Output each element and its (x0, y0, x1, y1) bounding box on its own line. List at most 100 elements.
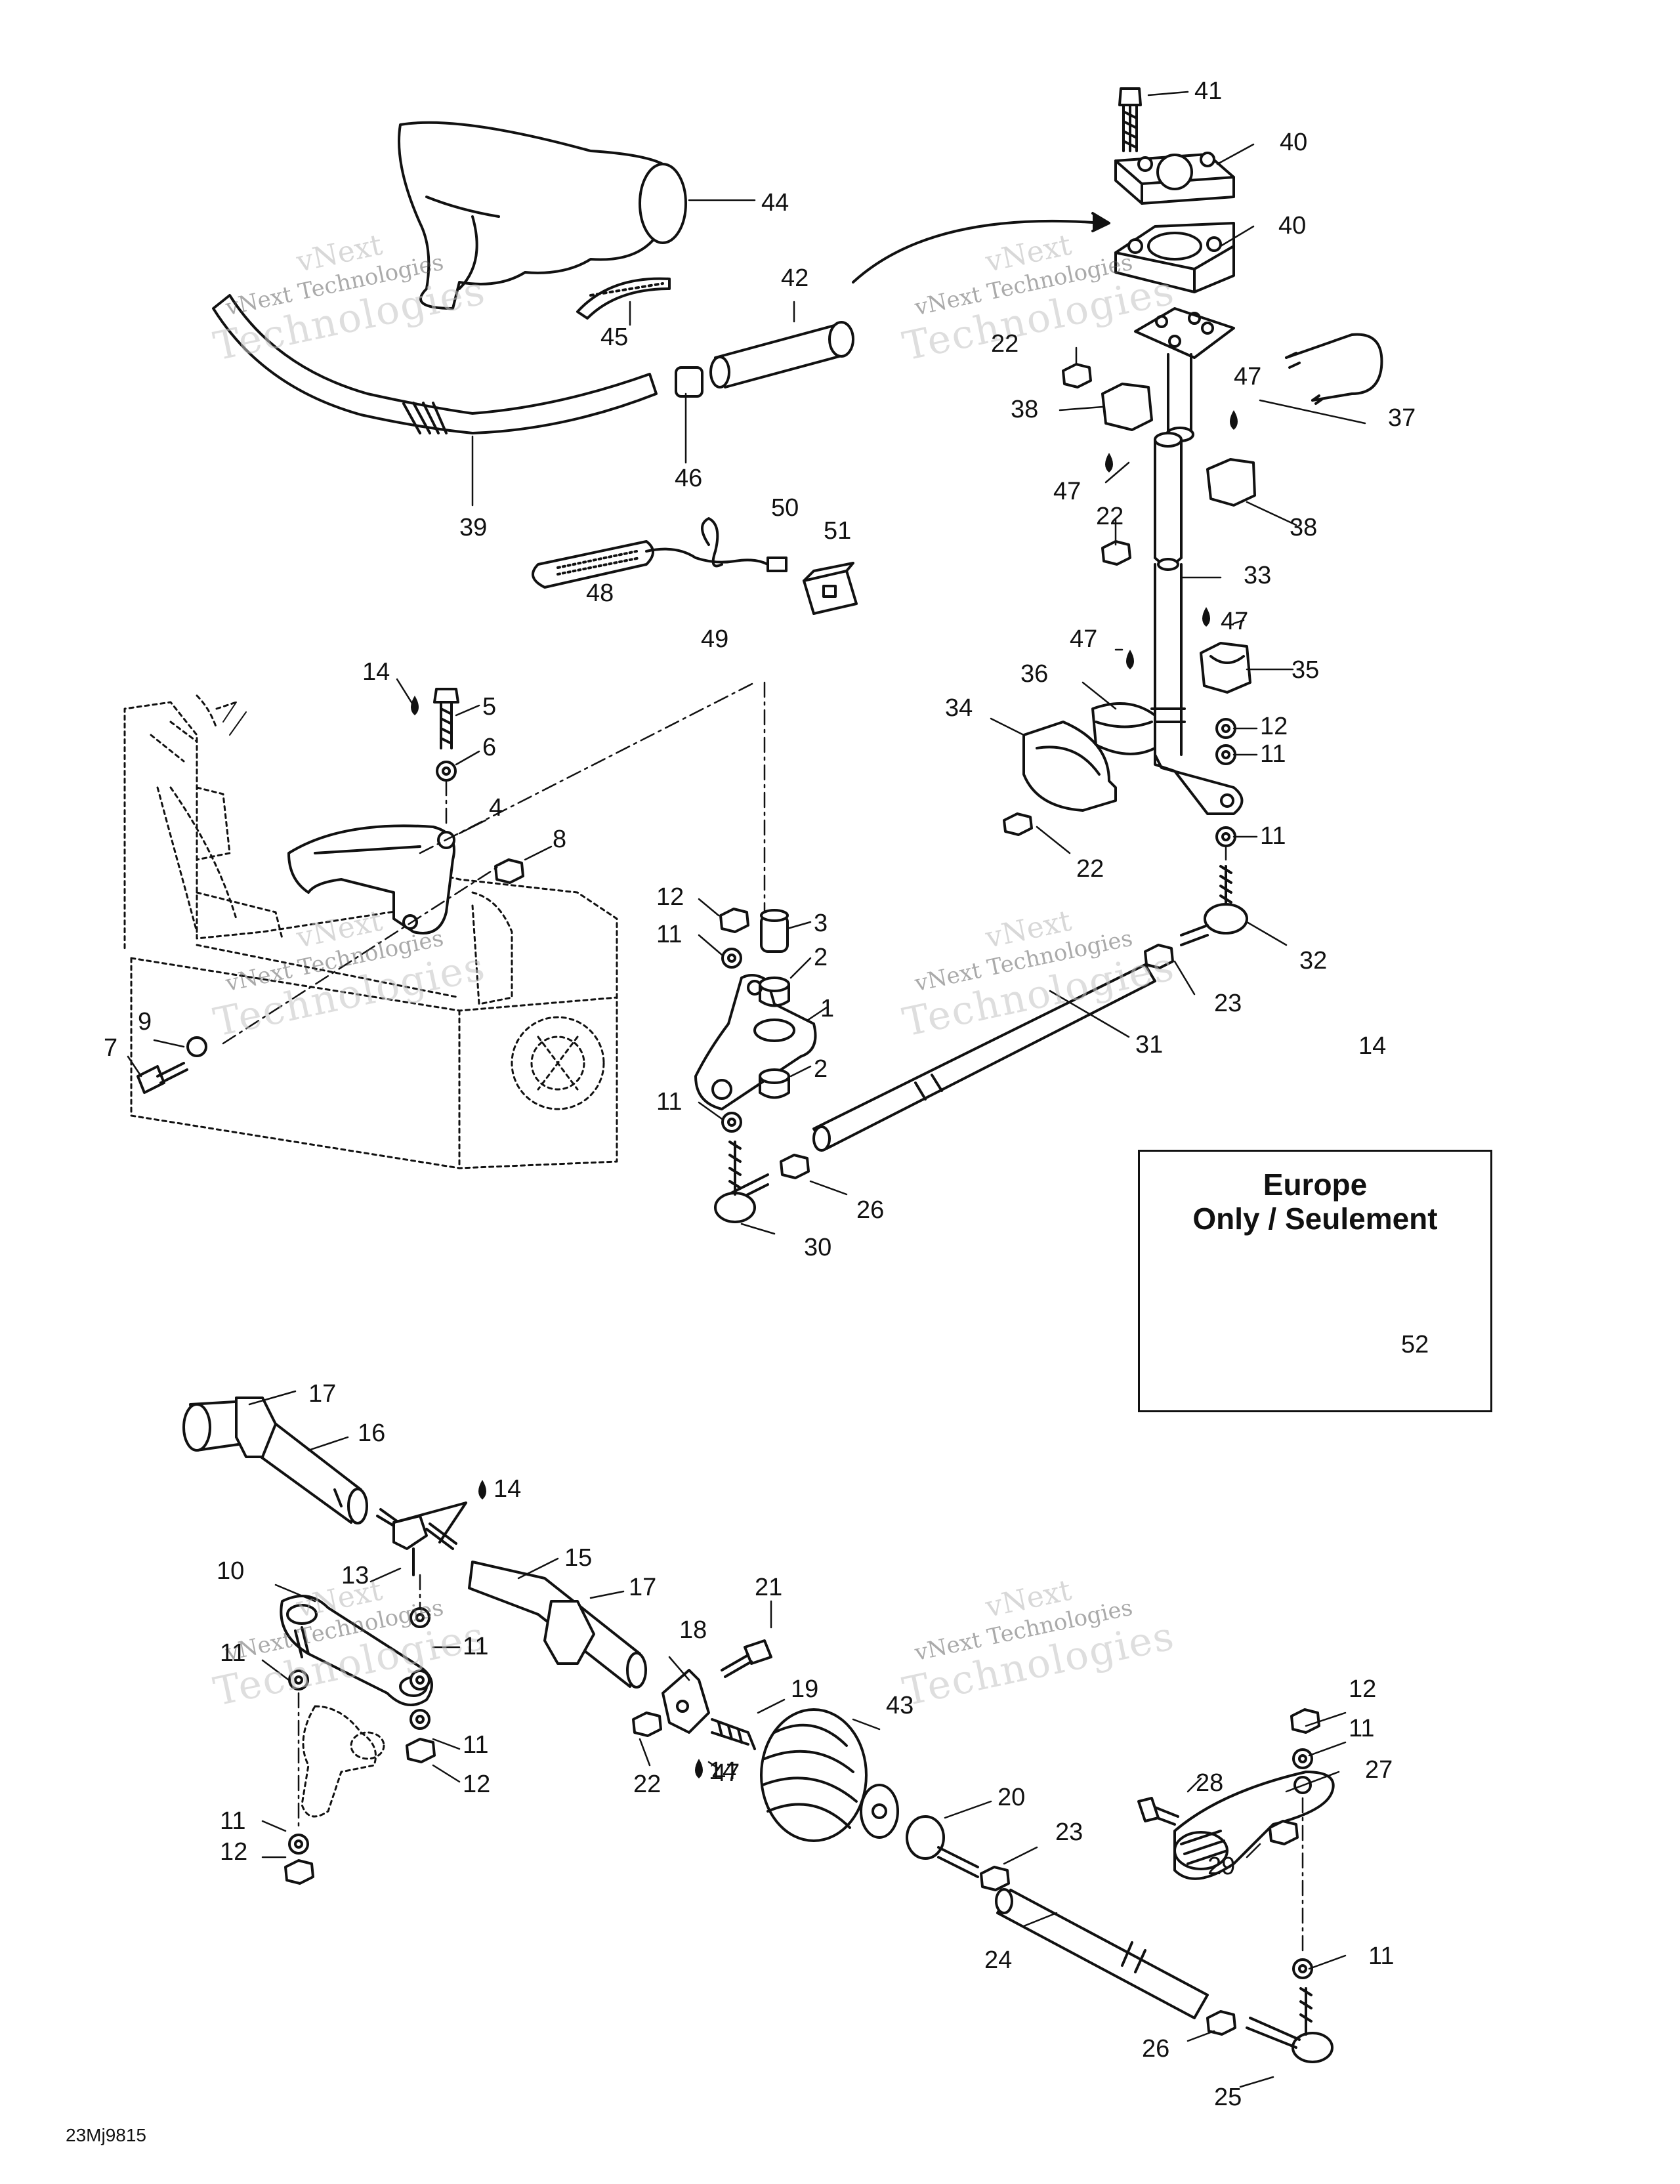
frame-part (123, 694, 618, 1169)
callout: 12 (656, 883, 684, 911)
callout: 36 (1020, 660, 1049, 688)
callout: 14 (709, 1757, 737, 1785)
callout: 30 (804, 1234, 832, 1261)
callout: 49 (701, 625, 729, 653)
handlebar-cover-part (398, 121, 687, 310)
callout: 11 (1260, 822, 1286, 850)
callout: 17 (629, 1574, 657, 1601)
callout: 45 (600, 324, 629, 351)
grip-part (709, 321, 854, 388)
assembly-line (222, 681, 1227, 1045)
callout: 2 (814, 944, 828, 971)
callout: 37 (1388, 404, 1416, 432)
callout: 26 (856, 1196, 885, 1224)
callout: 11 (1368, 1942, 1395, 1970)
callout: 12 (220, 1838, 248, 1866)
callout: 11 (656, 921, 682, 948)
callout: 27 (1365, 1756, 1393, 1784)
callout: 22 (1076, 855, 1104, 883)
bushing-half-part (1101, 383, 1153, 431)
callout: 44 (761, 189, 789, 217)
callout: 11 (656, 1088, 682, 1116)
callout: 2 (814, 1055, 828, 1083)
callout: 12 (463, 1771, 491, 1798)
assembly-arrow (852, 219, 1104, 284)
callout: 11 (1349, 1715, 1375, 1742)
leader-lines (127, 91, 1399, 2088)
callout: 10 (217, 1557, 245, 1585)
callout: 5 (482, 693, 497, 721)
callout: 34 (945, 694, 973, 722)
callout: 25 (1214, 2084, 1242, 2111)
handlebar-part (212, 294, 658, 434)
bushing-part (675, 366, 704, 398)
callout: 42 (781, 264, 809, 292)
steering-tube-part (189, 1400, 362, 1524)
callout: 8 (553, 826, 567, 853)
callout: 11 (463, 1731, 489, 1759)
throttle-heater-part (532, 517, 858, 615)
callout: 22 (991, 330, 1019, 358)
grease-drop-icon (411, 410, 1238, 1778)
inset-title: Europe Only / Seulement (1192, 1167, 1438, 1236)
callout: 23 (1214, 990, 1242, 1017)
callout: 50 (771, 494, 799, 522)
callout: 28 (1196, 1769, 1224, 1797)
callout: 3 (814, 910, 828, 937)
callout: 47 (1221, 608, 1249, 635)
callout: 46 (675, 465, 703, 492)
callout: 13 (341, 1562, 369, 1589)
callout: 40 (1278, 212, 1307, 240)
callout: 39 (459, 514, 488, 541)
callout: 19 (791, 1675, 819, 1703)
callout: 47 (1053, 478, 1082, 505)
callout: 16 (358, 1419, 386, 1447)
callout: 15 (564, 1544, 593, 1572)
callout: 7 (104, 1034, 118, 1062)
callout: 32 (1299, 947, 1328, 975)
tie-rod-part (996, 1889, 1209, 2019)
callout: 52 (1401, 1331, 1429, 1358)
europe-inset: Europe Only / Seulement (1138, 1150, 1492, 1412)
callout: 6 (482, 734, 497, 761)
callout: 23 (1055, 1818, 1083, 1846)
callout: 51 (824, 517, 852, 545)
callout: 11 (463, 1633, 489, 1660)
callout: 24 (984, 1946, 1013, 1974)
callout: 4 (489, 794, 503, 822)
callout: 43 (886, 1692, 914, 1719)
callout: 35 (1292, 656, 1320, 684)
callout: 11 (220, 1639, 246, 1667)
callout: 47 (1234, 363, 1262, 390)
steering-lever-part (694, 909, 817, 1110)
callout: 33 (1244, 562, 1272, 589)
callout: 22 (633, 1771, 662, 1798)
callout: 29 (1208, 1853, 1236, 1880)
callout: 14 (494, 1475, 522, 1503)
tie-rod-part (812, 963, 1156, 1150)
callout: 14 (1358, 1032, 1387, 1060)
bracket-part (287, 824, 455, 934)
callout: 20 (998, 1784, 1026, 1811)
callout: 22 (1096, 503, 1124, 530)
callout: 40 (1280, 129, 1308, 156)
callout: 31 (1135, 1031, 1164, 1059)
callout: 38 (1290, 514, 1318, 541)
bushing-part (1200, 642, 1251, 694)
callout: 14 (362, 658, 390, 686)
callout: 47 (712, 1759, 740, 1787)
steering-column-part (1114, 87, 1244, 815)
callout: 17 (308, 1380, 337, 1408)
callout: 18 (679, 1616, 707, 1644)
document-code: 23Mj9815 (66, 2125, 146, 2145)
callout: 48 (586, 579, 614, 607)
callout: 47 (1070, 625, 1098, 653)
callout: 11 (1260, 740, 1286, 768)
callout: 1 (820, 995, 835, 1022)
steering-arm-part (1173, 1771, 1335, 1880)
callout: 12 (1260, 713, 1288, 740)
strip-part (576, 277, 671, 320)
callout: 41 (1194, 77, 1223, 105)
boot-part (760, 1708, 899, 1842)
